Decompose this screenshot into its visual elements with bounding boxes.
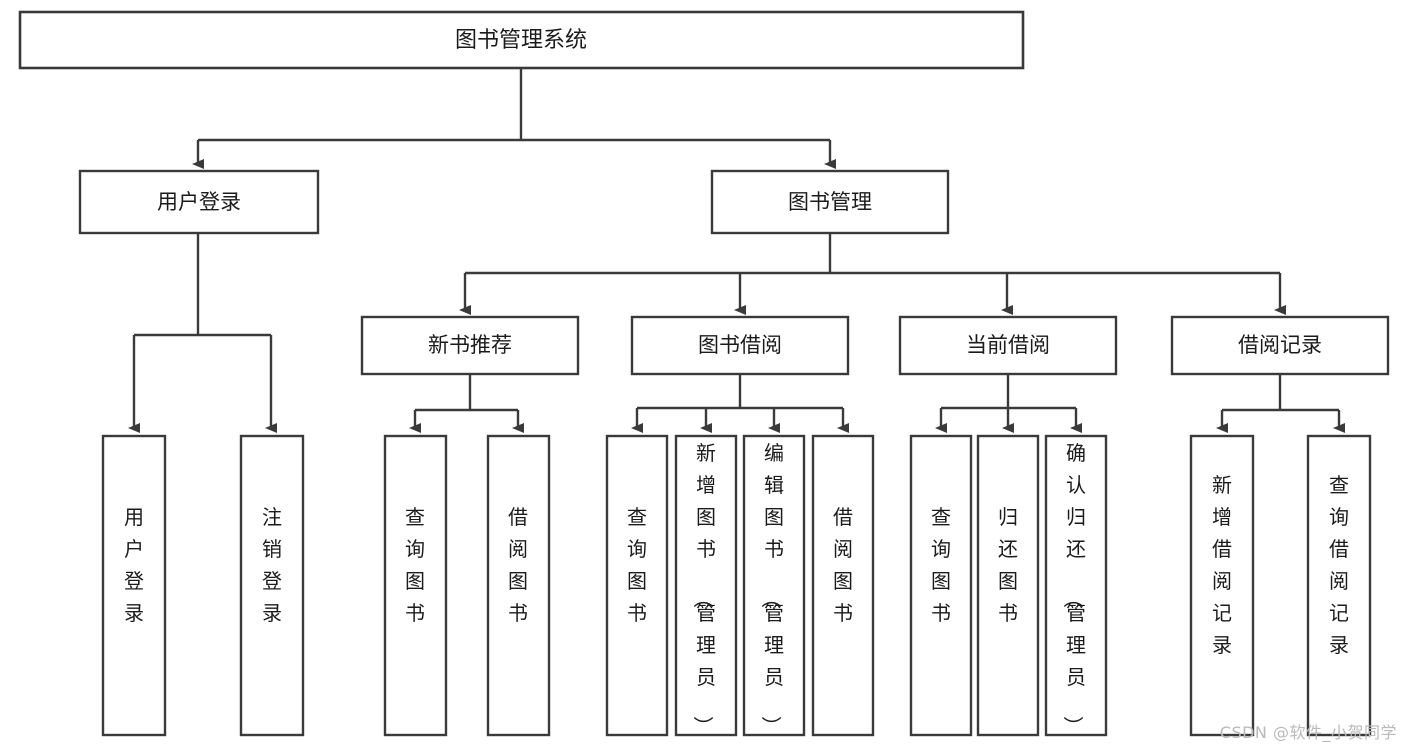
leaf-box xyxy=(811,434,875,737)
leaf-box xyxy=(909,434,973,737)
leaf-node[interactable]: 借阅图书 xyxy=(811,434,875,737)
leaf-box xyxy=(742,434,806,737)
leaf-node[interactable]: 归还图书 xyxy=(976,434,1040,737)
leaf-node[interactable]: 查询图书 xyxy=(605,434,669,737)
node-current-borrow[interactable]: 当前借阅 xyxy=(898,315,1118,376)
node-book-manage[interactable]: 图书管理 xyxy=(710,169,950,235)
node-book-manage-label: 图书管理 xyxy=(788,190,872,214)
leaf-box xyxy=(486,434,551,737)
leaf-label: 查询图书 xyxy=(627,505,647,625)
leaf-box xyxy=(239,434,305,737)
node-user-login-box xyxy=(78,169,320,235)
leaf-node[interactable]: 查询借阅记录 xyxy=(1306,434,1372,737)
leaf-node[interactable]: 注销登录 xyxy=(239,434,305,737)
leaf-node[interactable]: 新增图书（管理员） xyxy=(674,434,738,737)
node-current-borrow-box xyxy=(898,315,1118,376)
leaf-label: 借阅图书 xyxy=(508,505,528,625)
leaf-label: 归还图书 xyxy=(998,505,1018,625)
node-book-borrow-box xyxy=(630,315,850,376)
leaf-label: 注销登录 xyxy=(262,505,282,625)
leaf-box xyxy=(976,434,1040,737)
leaf-box xyxy=(1189,434,1255,737)
leaf-box xyxy=(674,434,738,737)
node-current-borrow-label: 当前借阅 xyxy=(966,333,1050,357)
leaf-box xyxy=(101,434,167,737)
leaf-label: 查询图书 xyxy=(931,505,951,625)
node-borrow-record-box xyxy=(1170,315,1390,376)
node-new-book[interactable]: 新书推荐 xyxy=(360,315,580,376)
node-new-book-box xyxy=(360,315,580,376)
node-root-label: 图书管理系统 xyxy=(455,28,587,53)
leaf-node[interactable]: 编辑图书（管理员） xyxy=(742,434,806,737)
connector-layer xyxy=(128,68,1345,433)
leaf-label: 编辑图书（管理员） xyxy=(759,441,784,736)
leaf-node[interactable]: 借阅图书 xyxy=(486,434,551,737)
leaf-node[interactable]: 用户登录 xyxy=(101,434,167,737)
leaf-node[interactable]: 确认归还（管理员） xyxy=(1044,434,1108,737)
node-borrow-record-label: 借阅记录 xyxy=(1238,333,1322,357)
node-new-book-label: 新书推荐 xyxy=(428,333,512,357)
leaf-label: 用户登录 xyxy=(124,505,144,625)
leaf-label: 新增借阅记录 xyxy=(1212,473,1232,657)
leaf-box xyxy=(605,434,669,737)
leaf-label: 新增图书（管理员） xyxy=(691,441,716,736)
leaf-node[interactable]: 查询图书 xyxy=(383,434,448,737)
leaf-label: 查询图书 xyxy=(405,505,425,625)
leaf-box xyxy=(1044,434,1108,737)
node-book-borrow[interactable]: 图书借阅 xyxy=(630,315,850,376)
leaf-box xyxy=(383,434,448,737)
leaf-node[interactable]: 查询图书 xyxy=(909,434,973,737)
node-user-login[interactable]: 用户登录 xyxy=(78,169,320,235)
leaf-label: 确认归还（管理员） xyxy=(1061,441,1086,736)
leaf-node[interactable]: 新增借阅记录 xyxy=(1189,434,1255,737)
node-borrow-record[interactable]: 借阅记录 xyxy=(1170,315,1390,376)
node-user-login-label: 用户登录 xyxy=(157,190,241,214)
leaf-label: 查询借阅记录 xyxy=(1329,473,1349,657)
node-root[interactable]: 图书管理系统 xyxy=(18,10,1025,70)
leaf-box xyxy=(1306,434,1372,737)
node-root-box xyxy=(18,10,1025,70)
node-book-borrow-label: 图书借阅 xyxy=(698,333,782,357)
node-book-manage-box xyxy=(710,169,950,235)
leaf-label: 借阅图书 xyxy=(833,505,853,625)
